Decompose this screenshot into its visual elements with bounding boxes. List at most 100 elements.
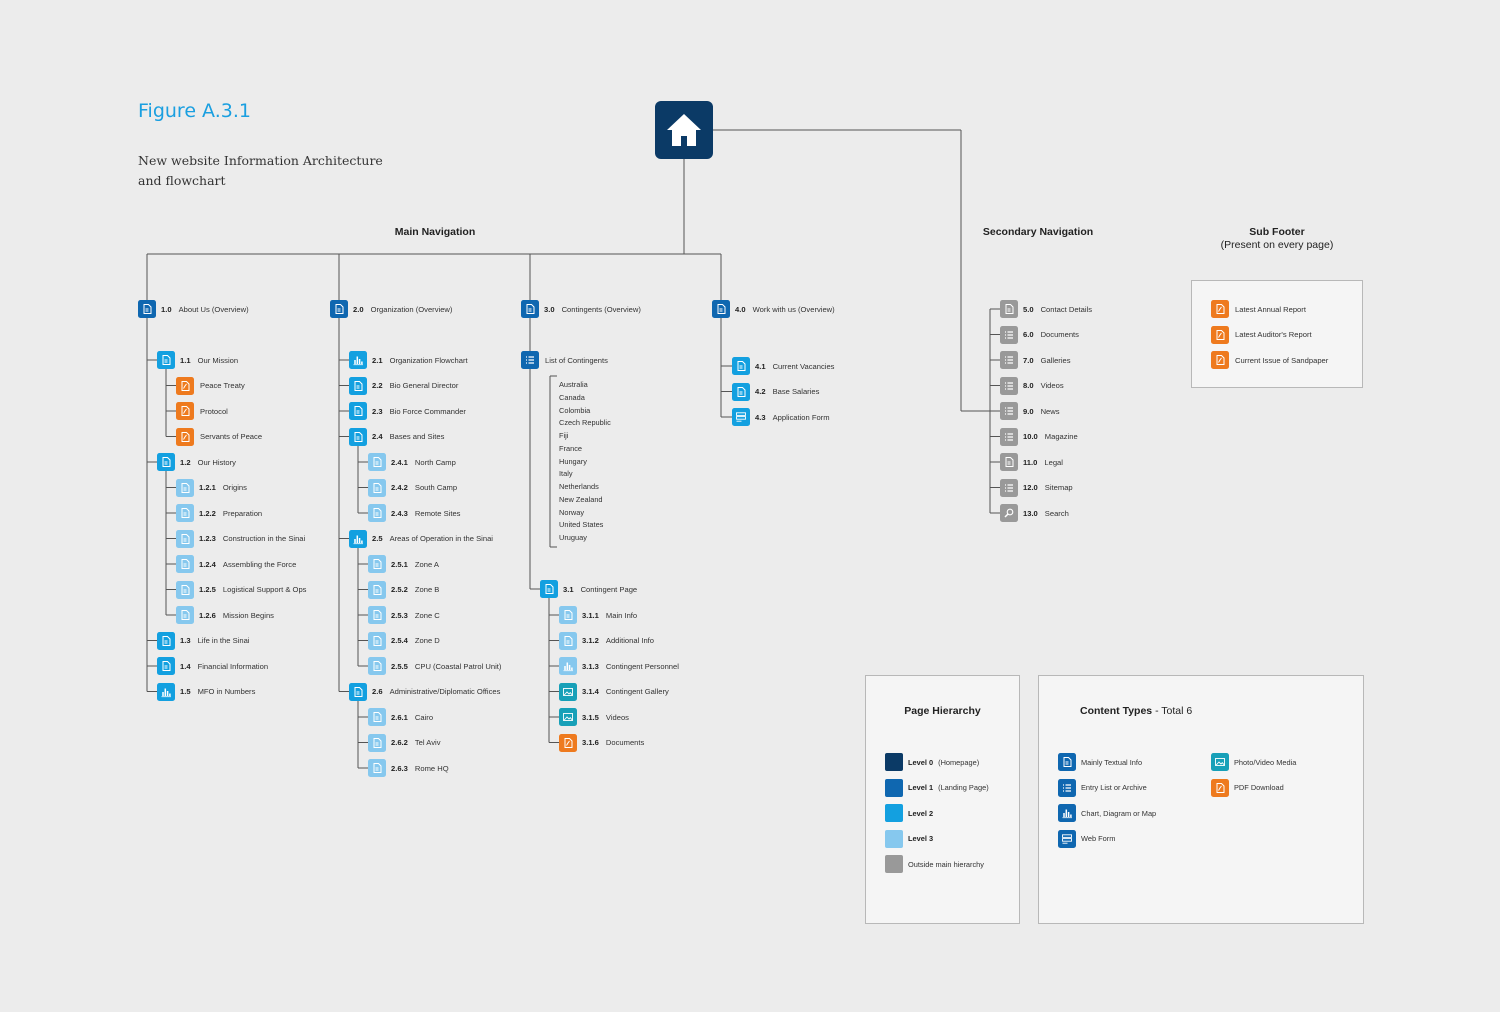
page-label: Documents [605,738,645,747]
document-icon [540,580,558,598]
contingent-country[interactable]: Colombia [559,405,591,415]
nav-item-level3[interactable]: Protocol [176,402,228,420]
contingent-country[interactable]: Netherlands [559,482,599,491]
nav-item-level3[interactable]: Peace Treaty [176,376,245,395]
figure-title: Figure A.3.1 [138,100,251,122]
contingent-country[interactable]: Fiji [559,431,569,440]
contingent-country[interactable]: Hungary [559,456,587,466]
page-number: 2.5.4 [391,636,408,645]
document-icon [368,478,386,497]
contingent-country[interactable]: Australia [559,380,588,389]
page-label: North Camp [414,457,456,467]
document-icon [368,453,386,471]
page-number: 2.5.1 [391,559,408,569]
contingent-country[interactable]: Norway [559,507,585,517]
sub-footer-note: (Present on every page) [1220,239,1334,251]
sub-footer-link[interactable]: Latest Annual Report [1211,300,1306,318]
document-icon [368,759,386,777]
sub-footer-link[interactable]: Current Issue of Sandpaper [1211,351,1328,369]
sub-footer-link[interactable]: Latest Auditor's Report [1211,325,1312,344]
list-icon [1000,351,1018,369]
contingent-country[interactable]: France [559,443,583,453]
contingent-country[interactable]: Italy [559,469,573,479]
page-number: 2.6.3 [391,763,408,773]
nav-item-level3[interactable]: Servants of Peace [176,427,262,446]
contingent-country[interactable]: United States [559,520,604,530]
page-number: 2.4.2 [391,483,408,492]
document-icon [176,555,194,573]
house-icon[interactable] [655,101,713,159]
page-label: Tel Aviv [414,738,441,747]
page-label: Videos [605,712,629,722]
contingent-country[interactable]: Canada [559,392,585,402]
page-number: 1.0 [161,304,172,314]
page-number: 2.3 [372,406,383,416]
contingent-country[interactable]: Czech Republic [559,418,611,428]
document-icon [368,631,386,650]
contingent-country[interactable]: Uruguay [559,533,587,542]
page-number: 1.2.2 [199,508,216,518]
page-number: 3.0 [544,304,555,314]
search-icon [1000,504,1018,522]
list-icon [1058,778,1076,797]
hierarchy-swatch [885,804,903,822]
page-number: 3.1.2 [582,636,599,645]
nav-item-list-of-contingents[interactable]: List of Contingents [521,351,608,369]
pdf-icon [1211,300,1229,318]
contingent-country[interactable]: New Zealand [559,494,603,504]
document-icon [368,733,386,752]
document-icon [368,708,386,726]
